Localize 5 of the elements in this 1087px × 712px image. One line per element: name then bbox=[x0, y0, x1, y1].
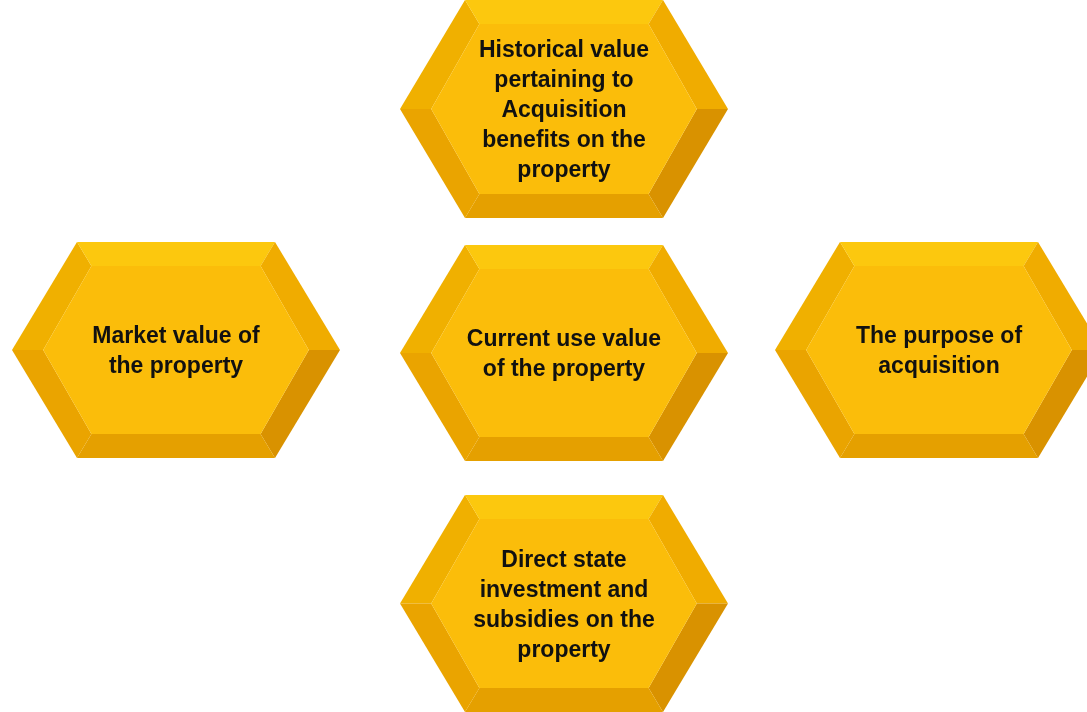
node-label: Market value of the property bbox=[91, 321, 261, 380]
node-label: Current use value of the property bbox=[465, 324, 663, 383]
node-label: Direct state investment and subsidies on the property bbox=[472, 544, 656, 664]
node-label: The purpose of acquisition bbox=[854, 321, 1024, 380]
node-label: Historical value pertaining to Acquisition benefits on the property bbox=[478, 35, 650, 184]
